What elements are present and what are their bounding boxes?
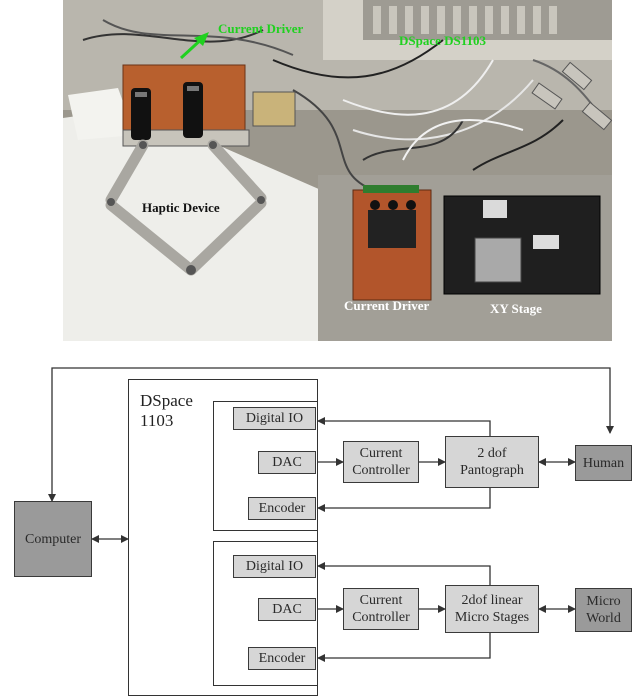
- dspace-1103-frame: [128, 379, 318, 696]
- photo-label-dspace: DSpace DS1103: [399, 33, 487, 48]
- micro-stages-box: 2dof linear Micro Stages: [445, 585, 539, 633]
- pantograph-box: 2 dof Pantograph: [445, 436, 539, 488]
- computer-box: Computer: [14, 501, 92, 577]
- human-box: Human: [575, 445, 632, 481]
- upper-current-controller-box: Current Controller: [343, 441, 419, 483]
- dspace-title: DSpace 1103: [140, 391, 193, 430]
- photo-label-current-driver-bottom: Current Driver: [344, 298, 430, 313]
- photo-label-current-driver-top: Current Driver: [218, 21, 304, 36]
- connection-lines: [48, 367, 614, 662]
- setup-photo-image: Current Driver DSpace DS1103 Haptic Devi…: [63, 0, 612, 341]
- upper-encoder-box: Encoder: [248, 497, 316, 520]
- lower-dac-box: DAC: [258, 598, 316, 621]
- lower-encoder-box: Encoder: [248, 647, 316, 670]
- upper-io-frame: [213, 401, 318, 531]
- upper-dac-box: DAC: [258, 451, 316, 474]
- lower-digital-io-box: Digital IO: [233, 555, 316, 578]
- micro-world-box: Micro World: [575, 588, 632, 632]
- photo-label-haptic-device: Haptic Device: [142, 200, 220, 215]
- block-diagram: DSpace 1103 Digital IO DAC Encoder Curre…: [0, 341, 639, 700]
- lower-current-controller-box: Current Controller: [343, 588, 419, 630]
- lower-io-frame: [213, 541, 318, 686]
- upper-digital-io-box: Digital IO: [233, 407, 316, 430]
- setup-photo: Current Driver DSpace DS1103 Haptic Devi…: [63, 0, 612, 341]
- photo-label-xy-stage: XY Stage: [490, 301, 542, 316]
